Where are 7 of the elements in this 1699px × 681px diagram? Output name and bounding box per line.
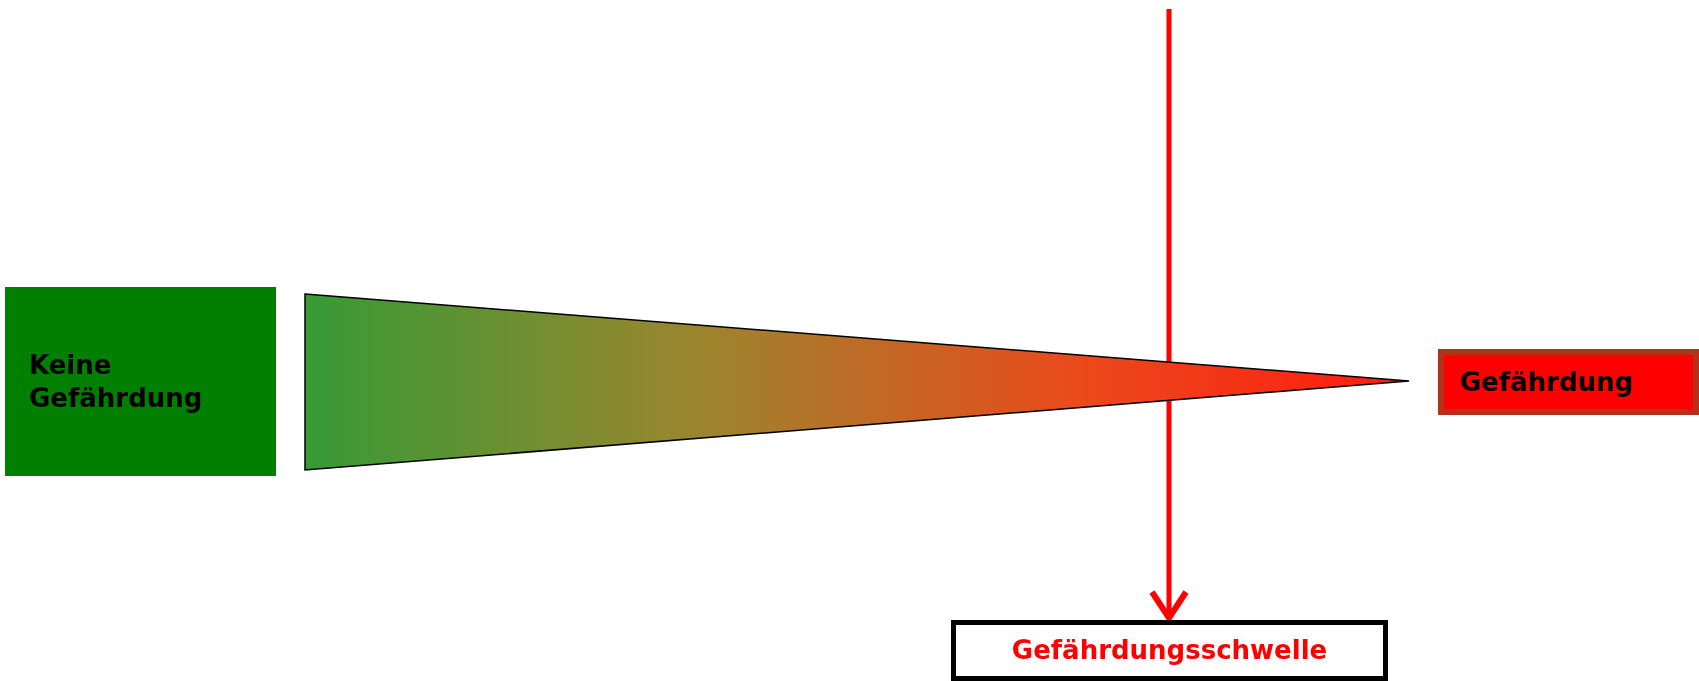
threshold-box — [951, 620, 1388, 681]
arrow — [1149, 9, 1189, 621]
node-label: Gefährdungsschwelle — [1011, 634, 1328, 667]
status-box — [5, 287, 276, 476]
status-box — [1438, 349, 1699, 415]
node-label: Keine Gefährdung — [29, 349, 204, 414]
node-label: Gefährdung — [1460, 365, 1634, 399]
